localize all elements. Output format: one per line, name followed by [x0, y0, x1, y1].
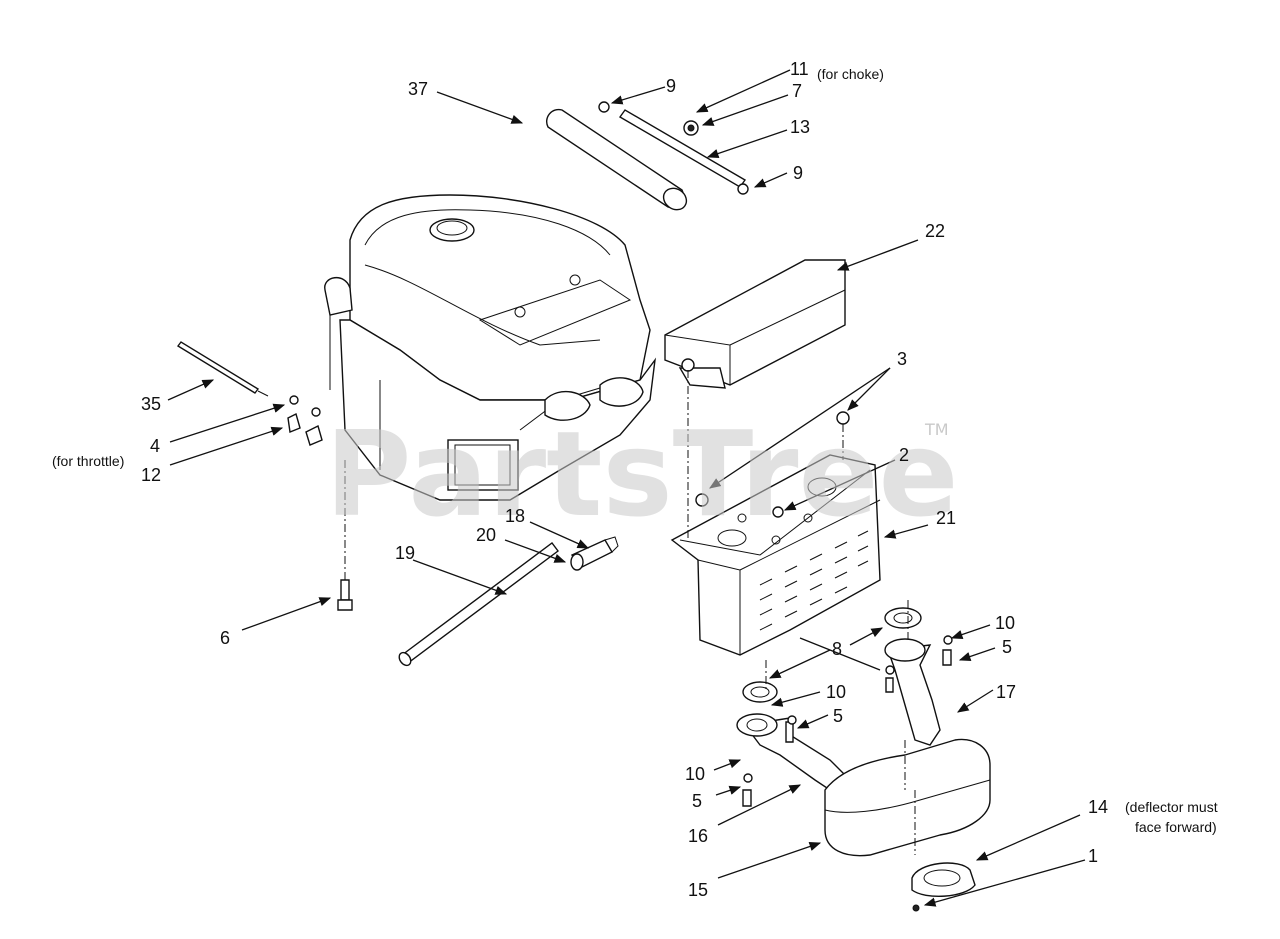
throttle-bracket [287, 395, 323, 446]
callout-20: 20 [476, 525, 496, 545]
engine [324, 194, 657, 501]
callout-8: 8 [832, 639, 842, 659]
small-fittings [598, 101, 699, 136]
vent-slots [759, 530, 869, 631]
callout-11: 11 [790, 59, 809, 79]
callout-17: 17 [996, 682, 1016, 702]
callout-5: 5 [833, 706, 843, 726]
part-21-muffler-shield [670, 454, 881, 656]
fasteners-shield [681, 358, 850, 540]
callout-11-note: (for choke) [817, 66, 884, 82]
part-15-muffler [824, 738, 991, 857]
gaskets [742, 600, 922, 703]
part-35-cable [176, 341, 269, 397]
callout-14: 14 [1088, 797, 1108, 817]
exhaust-pipes [736, 638, 941, 791]
callout-37: 37 [408, 79, 428, 99]
callout-3: 3 [897, 349, 907, 369]
callout-12-note: (for throttle) [52, 453, 124, 469]
part-14-deflector [911, 862, 976, 912]
callout-labels: 37 9 11 (for choke) 7 13 9 22 3 35 4 (fo… [52, 59, 1218, 900]
part-6-bolt [337, 460, 353, 611]
callout-9: 9 [666, 76, 676, 96]
callout-18: 18 [505, 506, 525, 526]
callout-6: 6 [220, 628, 230, 648]
part-19-tube [398, 542, 559, 667]
watermark-text: PartsTree [325, 405, 959, 543]
part-18-20-fitting [570, 536, 619, 571]
callout-9: 9 [793, 163, 803, 183]
callout-1: 1 [1088, 846, 1098, 866]
watermark: PartsTree TM [325, 405, 959, 543]
part-37-hose [545, 108, 688, 211]
callout-5: 5 [1002, 637, 1012, 657]
callout-15: 15 [688, 880, 708, 900]
callout-5: 5 [692, 791, 702, 811]
callout-14-note-line1: (deflector must [1125, 799, 1218, 815]
callout-10: 10 [995, 613, 1015, 633]
callout-16: 16 [688, 826, 708, 846]
callout-19: 19 [395, 543, 415, 563]
watermark-trademark: TM [924, 420, 949, 439]
callout-14-note-line2: face forward) [1135, 819, 1217, 835]
callout-22: 22 [925, 221, 945, 241]
callout-7: 7 [792, 81, 802, 101]
callout-10: 10 [685, 764, 705, 784]
callout-35: 35 [141, 394, 161, 414]
callout-21: 21 [936, 508, 956, 528]
leader-arrows [167, 69, 1086, 907]
callout-13: 13 [790, 117, 810, 137]
callout-2: 2 [899, 445, 909, 465]
callout-12: 12 [141, 465, 161, 485]
part-13-tube [618, 109, 749, 195]
callout-10: 10 [826, 682, 846, 702]
part-22-heat-shield [664, 259, 846, 389]
bolts-lower [742, 635, 953, 807]
callout-4: 4 [150, 436, 160, 456]
